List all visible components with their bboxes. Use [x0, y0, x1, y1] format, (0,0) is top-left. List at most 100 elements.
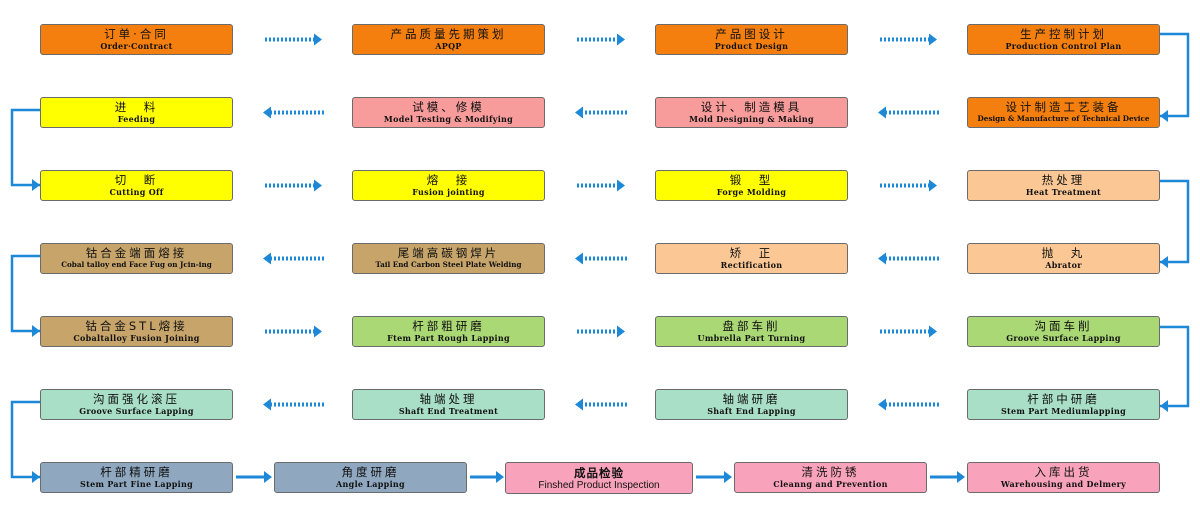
step-label-cn: 入库出货: [1034, 465, 1093, 479]
flow-arrow: [878, 252, 939, 265]
step-label-cn: 尾端高碳钢焊片: [397, 246, 500, 260]
flow-arrow: [577, 179, 625, 192]
step-label-en: Finshed Product Inspection: [538, 480, 660, 491]
step-production-control-plan: 生产控制计划 Production Control Plan: [967, 24, 1160, 55]
step-label-en: Warehousing and Delmery: [1000, 479, 1127, 489]
step-label-cn: 产品质量先期策划: [390, 27, 507, 41]
flow-arrow: [263, 252, 324, 265]
step-label-cn: 设计制造工艺装备: [1005, 100, 1122, 114]
flow-arrow: [265, 325, 322, 338]
step-umbrella-turning: 盘部车削 Umbrella Part Turning: [655, 316, 848, 347]
step-label-cn: 轴端研磨: [722, 392, 781, 406]
step-label-cn: 订单·合同: [104, 27, 169, 41]
step-label-en: Stem Part Mediumlapping: [1000, 406, 1127, 416]
step-label-en: Heat Treatment: [1025, 187, 1102, 197]
flow-arrow: [265, 33, 322, 46]
step-label-en: Fusion jointing: [412, 187, 485, 197]
step-cobalt-end-face: 钴合金端面熔接 Cobal talloy end Face Fug on Jci…: [40, 243, 233, 274]
flow-arrow: [263, 398, 324, 411]
flow-arrow: [236, 471, 272, 483]
step-label-cn: 盘部车削: [722, 319, 781, 333]
step-label-cn: 热处理: [1041, 173, 1086, 187]
step-abrator: 抛 丸 Abrator: [967, 243, 1160, 274]
step-rough-lapping: 杆部粗研磨 Ftem Part Rough Lapping: [352, 316, 545, 347]
step-label-en: Feeding: [117, 114, 156, 124]
step-label-cn: 抛 丸: [1041, 246, 1086, 260]
step-label-cn: 锻 型: [729, 173, 774, 187]
flow-arrow: [878, 106, 939, 119]
row-connector: [10, 400, 40, 483]
step-label-cn: 钴合金端面熔接: [85, 246, 188, 260]
step-label-cn: 角度研磨: [341, 465, 400, 479]
row-connector: [1160, 179, 1190, 268]
step-label-cn: 生产控制计划: [1020, 27, 1107, 41]
step-label-cn: 成品检验: [574, 466, 624, 480]
step-steel-plate-welding: 尾端高碳钢焊片 Tail End Carbon Steel Plate Weld…: [352, 243, 545, 274]
step-cobalt-fusion-joining: 钴合金STL熔接 Cobaltalloy Fusion Joining: [40, 316, 233, 347]
step-label-en: Cutting Off: [109, 187, 164, 197]
step-label-en: APQP: [435, 41, 462, 51]
flow-arrow: [265, 179, 322, 192]
step-heat-treatment: 热处理 Heat Treatment: [967, 170, 1160, 201]
step-forge-molding: 锻 型 Forge Molding: [655, 170, 848, 201]
step-label-en: Order·Contract: [100, 41, 173, 51]
step-label-cn: 试模、修模: [412, 100, 485, 114]
step-shaft-end-lapping: 轴端研磨 Shaft End Lapping: [655, 389, 848, 420]
row-connector: [1160, 32, 1190, 122]
step-label-en: Mold Designing & Making: [689, 114, 814, 124]
step-feeding: 进 料 Feeding: [40, 97, 233, 128]
flow-arrow: [575, 106, 627, 119]
step-label-en: Product Design: [714, 41, 789, 51]
step-groove-surface-turning: 沟面车削 Groove Surface Lapping: [967, 316, 1160, 347]
row-connector: [10, 254, 40, 337]
step-label-cn: 切 断: [114, 173, 159, 187]
step-label-en: Angle Lapping: [336, 479, 405, 489]
step-cutting-off: 切 断 Cutting Off: [40, 170, 233, 201]
flow-arrow: [930, 471, 965, 483]
step-angle-lapping: 角度研磨 Angle Lapping: [274, 462, 467, 493]
step-label-cn: 沟面车削: [1034, 319, 1093, 333]
flow-arrow: [575, 398, 627, 411]
step-warehousing: 入库出货 Warehousing and Delmery: [967, 462, 1160, 493]
step-label-cn: 熔 接: [426, 173, 471, 187]
step-label-en: Umbrella Part Turning: [697, 333, 806, 343]
step-label-en: Cleanng and Prevention: [773, 479, 888, 489]
step-label-en: Shaft End Lapping: [707, 406, 796, 416]
flow-arrow: [696, 471, 732, 483]
step-label-cn: 产品图设计: [715, 27, 788, 41]
row-connector: [1160, 325, 1190, 412]
step-label-en: Shaft End Treatment: [398, 406, 499, 416]
step-label-cn: 清洗防锈: [801, 465, 860, 479]
flow-arrow: [575, 252, 627, 265]
step-label-cn: 钴合金STL熔接: [85, 319, 188, 333]
step-label-cn: 杆部精研磨: [100, 465, 173, 479]
flow-arrow: [263, 106, 324, 119]
flow-arrow: [577, 33, 625, 46]
flow-arrow: [880, 179, 937, 192]
step-apqp: 产品质量先期策划 APQP: [352, 24, 545, 55]
step-label-cn: 杆部粗研磨: [412, 319, 485, 333]
step-label-en: Stem Part Fine Lapping: [80, 479, 193, 489]
step-label-en: Design & Manufacture of Technical Device: [977, 114, 1150, 123]
step-rectification: 矫 正 Rectification: [655, 243, 848, 274]
row-connector: [10, 108, 40, 191]
flow-arrow: [577, 325, 625, 338]
step-mold-designing: 设计、制造模具 Mold Designing & Making: [655, 97, 848, 128]
step-label-cn: 杆部中研磨: [1027, 392, 1100, 406]
step-groove-rolling: 沟面强化滚压 Groove Surface Lapping: [40, 389, 233, 420]
step-label-cn: 矫 正: [729, 246, 774, 260]
flow-arrow: [880, 325, 937, 338]
step-technical-device: 设计制造工艺装备 Design & Manufacture of Technic…: [967, 97, 1160, 128]
step-label-en: Cobaltalloy Fusion Joining: [73, 333, 200, 343]
step-label-cn: 进 料: [114, 100, 159, 114]
step-label-cn: 沟面强化滚压: [93, 392, 180, 406]
step-label-en: Tail End Carbon Steel Plate Welding: [375, 260, 522, 269]
step-label-en: Abrator: [1045, 260, 1082, 270]
step-fusion-jointing: 熔 接 Fusion jointing: [352, 170, 545, 201]
step-label-en: Groove Surface Lapping: [1006, 333, 1121, 343]
flow-arrow: [878, 398, 939, 411]
step-shaft-end-treatment: 轴端处理 Shaft End Treatment: [352, 389, 545, 420]
step-label-en: Rectification: [720, 260, 783, 270]
step-model-testing: 试模、修模 Model Testing & Modifying: [352, 97, 545, 128]
step-order-contract: 订单·合同 Order·Contract: [40, 24, 233, 55]
